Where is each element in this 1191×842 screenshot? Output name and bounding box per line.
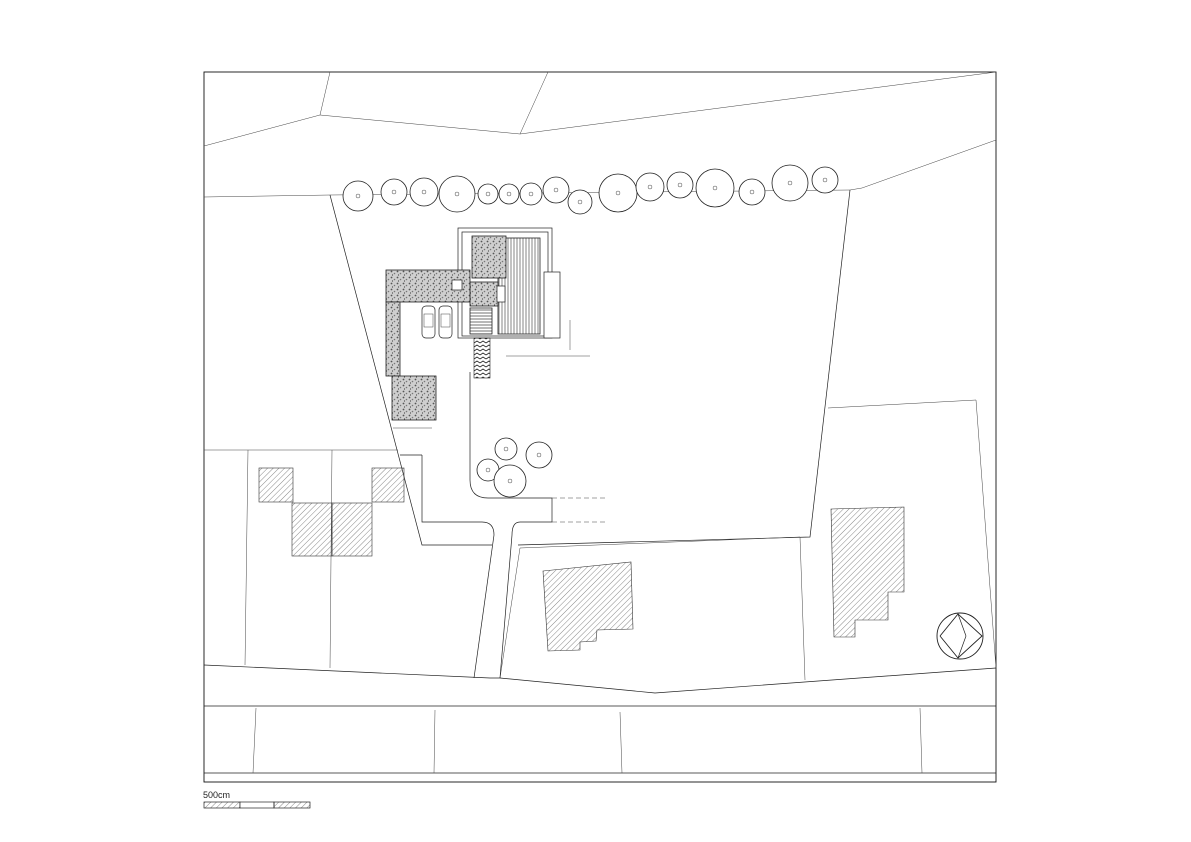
road (203, 664, 997, 774)
tree-cluster (476, 437, 553, 498)
neighbor-parcel-middle (499, 536, 801, 679)
neighbor-parcels-right (799, 399, 997, 681)
tree-row (342, 164, 839, 215)
house (457, 227, 561, 379)
neighbor-parcels-left (204, 449, 405, 669)
driveway (400, 372, 606, 679)
parcel-lines-top (203, 71, 997, 198)
garden-planter (385, 269, 471, 421)
drawing-frame (203, 71, 997, 783)
scale-bar (203, 801, 311, 809)
parked-cars (421, 305, 453, 339)
north-arrow-icon (936, 612, 984, 660)
main-plot-boundary (329, 194, 492, 546)
entrance-path (473, 337, 491, 379)
scale-bar-label: 500cm (203, 790, 231, 800)
